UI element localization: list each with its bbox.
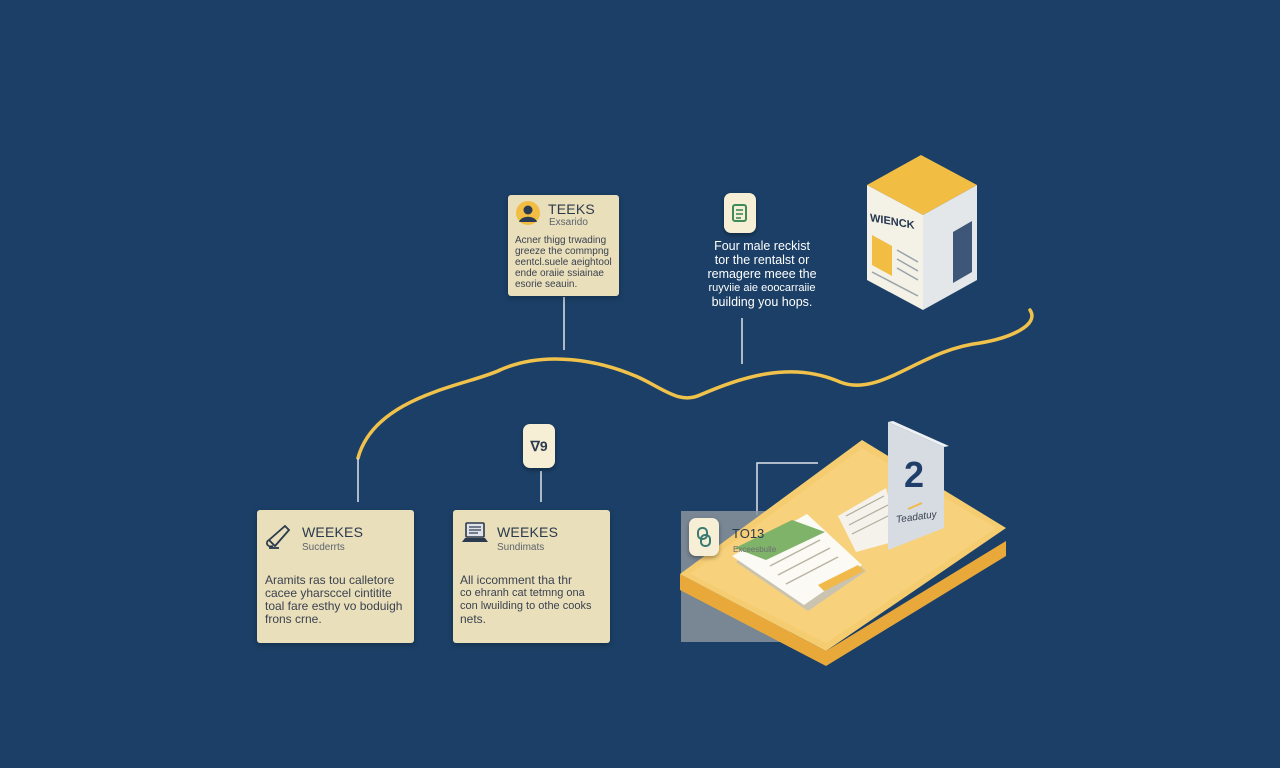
note-text: Four male reckist tor the rentalst or re… (707, 239, 817, 309)
platform-title: TO13 (732, 526, 765, 541)
megaphone-icon (266, 524, 291, 549)
timeline-curve (356, 308, 1034, 460)
card-bottom-left-subtitle: Sucderrts (302, 542, 345, 553)
link-icon (697, 527, 711, 547)
platform (680, 421, 1006, 666)
card-bottom-left-body: Aramits ras tou calletore cacee yharscce… (265, 573, 403, 626)
sign-number: 2 (904, 454, 925, 495)
card-bottom-left-title: WEEKES (302, 524, 364, 540)
card-bottom-mid-subtitle: Sundimats (497, 542, 545, 553)
document-icon (732, 204, 747, 222)
card-bottom-left: WEEKES Sucderrts Aramits ras tou calleto… (257, 510, 414, 643)
cube (867, 155, 977, 310)
mid-badge: ᐁ9 (523, 424, 555, 468)
platform-subtitle: Exceesbulle (733, 545, 777, 554)
card-bottom-mid: WEEKES Sundimats All iccomment tha thr c… (453, 510, 610, 643)
person-avatar-icon (516, 201, 540, 225)
card-bottom-mid-body: All iccomment tha thr co ehranh cat tetm… (460, 573, 592, 626)
card-top-subtitle: Exsarido (549, 217, 588, 228)
mid-badge-label: ᐁ9 (530, 437, 548, 454)
note-badge (724, 193, 756, 233)
card-top: TEEKS Exsarido Acner thigg trwading gree… (508, 195, 619, 296)
card-bottom-mid-title: WEEKES (497, 524, 559, 540)
laptop-icon (462, 522, 488, 542)
card-top-body: Acner thigg trwading greeze the commpng … (515, 235, 612, 290)
platform-badge (689, 518, 719, 556)
card-top-title: TEEKS (548, 201, 595, 217)
connector-platform (756, 462, 818, 515)
